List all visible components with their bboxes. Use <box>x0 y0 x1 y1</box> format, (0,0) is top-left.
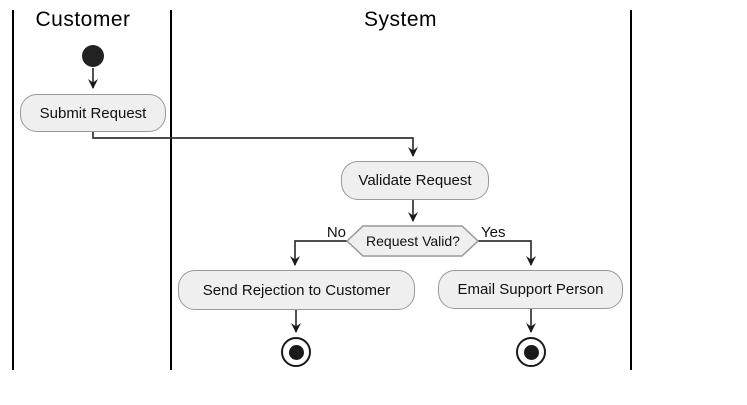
lane-title-customer: Customer <box>35 8 131 31</box>
edge-submit-to-validate <box>92 132 418 157</box>
final-node-inner-dot <box>288 344 304 360</box>
activity-email-support: Email Support Person <box>438 270 623 309</box>
edge-yes-to-email <box>478 240 536 266</box>
edge-no-to-rejection <box>290 240 347 266</box>
lane-border-right <box>630 10 632 370</box>
lane-title-system: System <box>363 8 437 31</box>
lane-border-middle <box>170 10 172 370</box>
activity-validate-request: Validate Request <box>341 161 489 200</box>
activity-send-rejection: Send Rejection to Customer <box>178 270 415 310</box>
lane-border-left <box>12 10 14 370</box>
branch-label-no: No <box>326 224 346 241</box>
decision-request-valid: Request Valid? <box>366 233 460 249</box>
branch-label-yes: Yes <box>481 224 506 241</box>
final-node-email-icon <box>516 337 546 367</box>
activity-submit-request: Submit Request <box>20 94 166 132</box>
final-node-rejection-icon <box>281 337 311 367</box>
start-node-icon <box>82 45 104 67</box>
final-node-inner-dot <box>523 344 539 360</box>
